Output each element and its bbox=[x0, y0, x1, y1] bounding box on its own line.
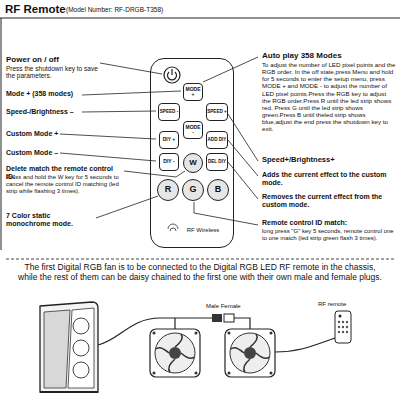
round-button: G bbox=[182, 179, 204, 201]
button-text: DEL DIY bbox=[208, 160, 226, 165]
callout-label: Press the shutdown key to save the param… bbox=[6, 65, 101, 80]
button-text: DIY + bbox=[163, 137, 176, 142]
callout-label: Custom Mode + bbox=[6, 130, 62, 138]
round-button: B bbox=[207, 179, 229, 201]
remote-button: DEL DIY bbox=[206, 153, 228, 171]
callout-label: Remote control ID match: bbox=[262, 219, 397, 227]
button-text: ADD DIY bbox=[208, 138, 227, 143]
callout-label: Press and hold the W key for 5 seconds t… bbox=[6, 174, 121, 195]
callout-label: 7 Color static monochrome mode. bbox=[6, 212, 96, 228]
button-text: MODE - bbox=[184, 125, 202, 136]
button-text: G bbox=[189, 185, 196, 194]
remote-button: DIY + bbox=[159, 131, 179, 149]
remote-button: SPEED + bbox=[206, 103, 228, 121]
remote-button: DIY - bbox=[159, 153, 179, 171]
remote-body: RF Wireless MODE + SPEED - MODE - SPEED + DIY… bbox=[150, 58, 234, 248]
callout-label: Adds the current effect to the custom mo… bbox=[262, 171, 392, 187]
button-text: B bbox=[215, 185, 222, 194]
model-number: (Model Number: RF-DRGB-T358) bbox=[66, 6, 226, 13]
callout-label: Male Female bbox=[206, 303, 266, 310]
remote-button: MODE + bbox=[183, 83, 203, 101]
button-text: R bbox=[165, 185, 172, 194]
device-label: RF Wireless bbox=[151, 227, 233, 233]
callout-label: Custom Mode – bbox=[6, 149, 62, 157]
note-text: The first Digital RGB fan is to be conne… bbox=[18, 263, 382, 283]
callout-label: Speed+/Brightness+ bbox=[262, 156, 397, 165]
callout-label: Auto play 358 Modes bbox=[262, 51, 397, 60]
remote-button: SPEED - bbox=[158, 103, 180, 121]
button-text: DIY - bbox=[163, 159, 174, 164]
callout-label: Speed-/Brightness – bbox=[6, 108, 86, 116]
remote-button: MODE - bbox=[183, 121, 203, 139]
button-text: W bbox=[189, 159, 197, 167]
callout-label: Power on / off bbox=[6, 55, 101, 64]
round-button: W bbox=[183, 153, 203, 173]
button-text: SPEED + bbox=[207, 110, 227, 115]
remote-button: ADD DIY bbox=[206, 131, 228, 149]
callout-label: Removes the current effect from the cust… bbox=[262, 193, 392, 209]
callout-label: To adjust the number of LED pixel points… bbox=[262, 61, 396, 132]
callout-label: long press "G" key 5 seconds, remote con… bbox=[262, 228, 397, 242]
round-button: R bbox=[157, 179, 179, 201]
button-text: SPEED - bbox=[160, 110, 178, 115]
callout-label: RF remote bbox=[318, 301, 378, 308]
title: RF Remote bbox=[5, 3, 66, 16]
button-text: MODE + bbox=[184, 87, 202, 98]
callout-label: Mode + (358 modes) bbox=[6, 90, 86, 98]
